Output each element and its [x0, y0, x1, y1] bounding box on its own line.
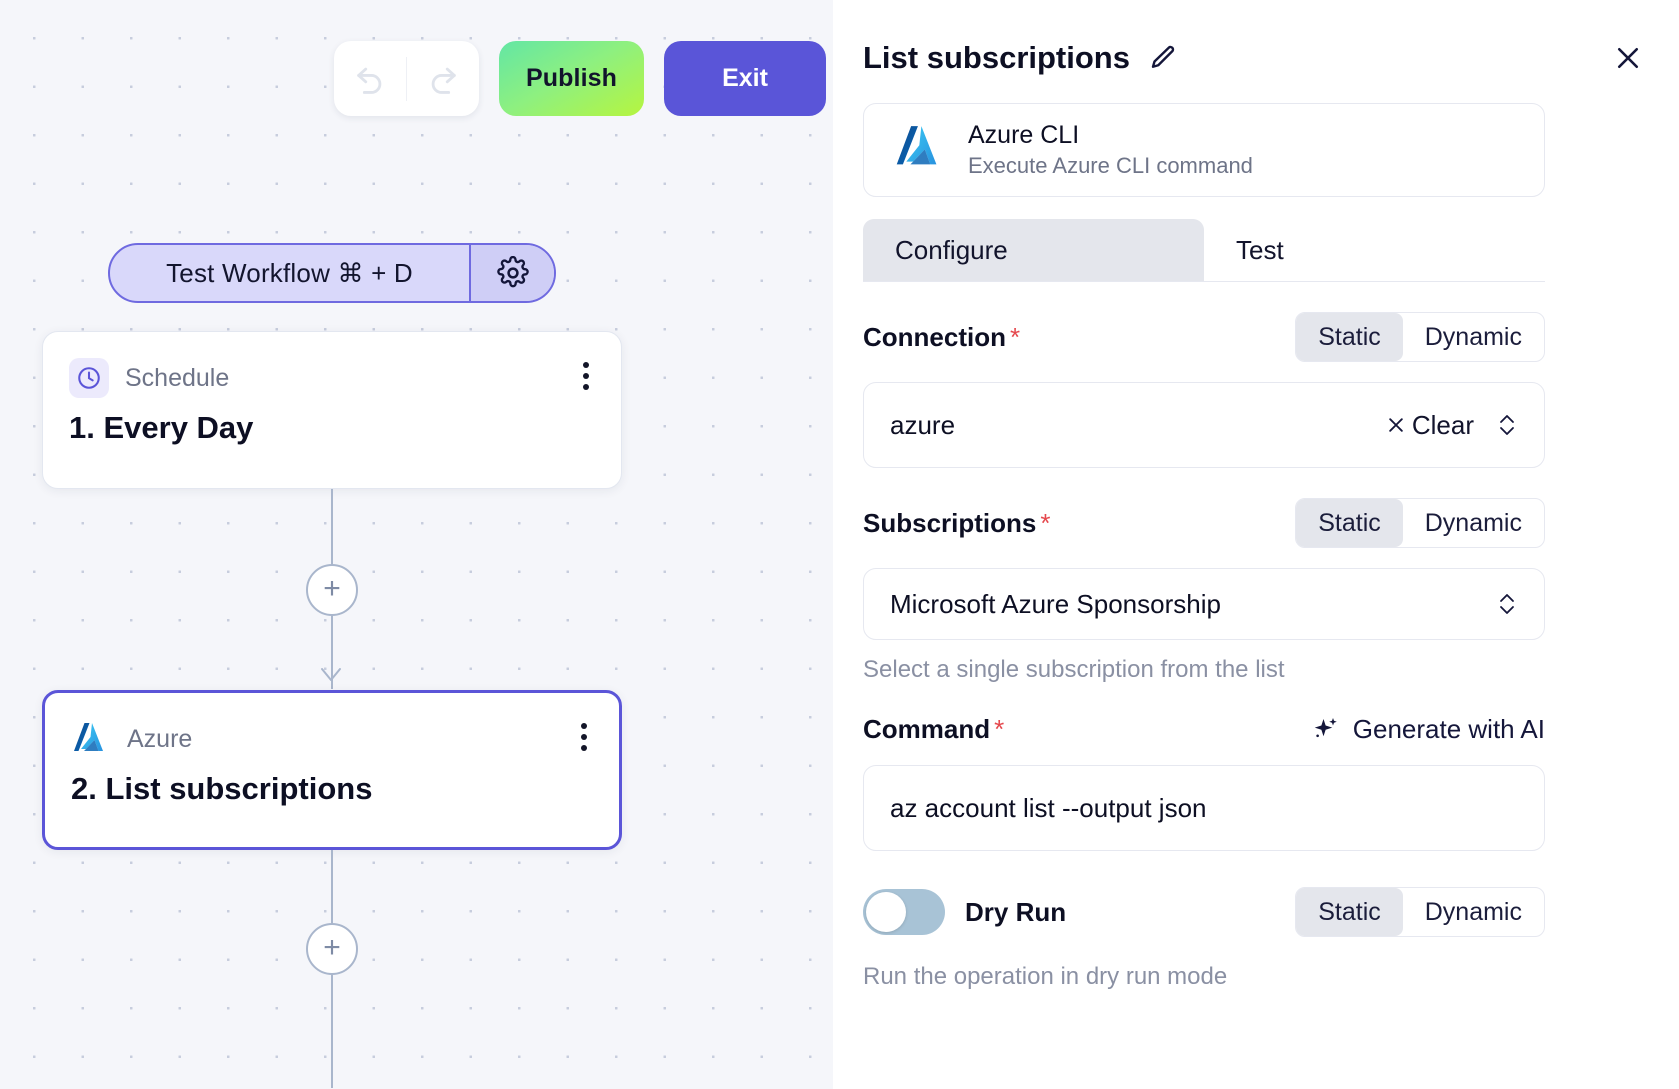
connection-mode-dynamic[interactable]: Dynamic [1403, 313, 1544, 361]
subscriptions-mode-toggle: Static Dynamic [1295, 498, 1545, 548]
node-kind-label: Azure [127, 724, 193, 753]
undo-redo-group [334, 41, 479, 116]
field-dry-run: Dry Run Static Dynamic [863, 887, 1545, 937]
connection-clear-button[interactable]: Clear [1386, 410, 1474, 441]
plus-icon: + [323, 930, 341, 964]
subscriptions-select[interactable]: Microsoft Azure Sponsorship [863, 568, 1545, 640]
page-title: List subscriptions [863, 40, 1130, 75]
clear-label: Clear [1411, 409, 1474, 440]
dry-run-left: Dry Run [863, 889, 1066, 935]
panel-tabs: Configure Test [863, 219, 1545, 282]
dry-run-mode-static[interactable]: Static [1296, 888, 1403, 936]
field-connection: Connection* Static Dynamic azure Clear [863, 312, 1545, 468]
command-input[interactable]: az account list --output json [863, 765, 1545, 851]
generate-with-ai-label: Generate with AI [1352, 714, 1545, 744]
field-header: Connection* Static Dynamic [863, 312, 1545, 362]
node-title: 2. List subscriptions [71, 771, 373, 806]
subscriptions-mode-static[interactable]: Static [1296, 499, 1403, 547]
gear-icon [496, 256, 529, 288]
plus-icon: + [323, 571, 341, 605]
node-menu-button[interactable] [579, 358, 593, 394]
undo-icon[interactable] [334, 41, 406, 116]
add-node-button-1[interactable]: + [306, 564, 358, 616]
field-subscriptions: Subscriptions* Static Dynamic Microsoft … [863, 498, 1545, 684]
generate-with-ai-button[interactable]: Generate with AI [1311, 714, 1545, 745]
app-info-card: Azure CLI Execute Azure CLI command [863, 103, 1545, 197]
subscriptions-value: Microsoft Azure Sponsorship [890, 588, 1221, 619]
connector-arrow-icon [318, 665, 344, 692]
chevron-up-down-icon[interactable] [1496, 410, 1518, 440]
required-marker: * [994, 714, 1005, 744]
test-workflow-settings-button[interactable] [469, 245, 554, 301]
tab-test[interactable]: Test [1204, 219, 1545, 281]
close-icon[interactable] [1610, 40, 1646, 76]
required-marker: * [1040, 507, 1051, 538]
field-header: Subscriptions* Static Dynamic [863, 498, 1545, 548]
node-title: 1. Every Day [69, 410, 254, 445]
connection-mode-static[interactable]: Static [1296, 313, 1403, 361]
test-workflow-button[interactable]: Test Workflow ⌘ + D [108, 243, 556, 303]
azure-logo-icon [71, 719, 111, 759]
workflow-canvas[interactable]: Publish Exit Test Workflow ⌘ + D Schedul… [0, 0, 833, 1089]
publish-button[interactable]: Publish [499, 41, 644, 116]
field-header: Command* Generate with AI [863, 714, 1545, 745]
chevron-up-down-icon[interactable] [1496, 589, 1518, 619]
app-description: Execute Azure CLI command [968, 152, 1253, 178]
workflow-node-azure[interactable]: Azure 2. List subscriptions [42, 690, 622, 850]
dry-run-hint: Run the operation in dry run mode [863, 963, 1228, 990]
toggle-knob [866, 892, 906, 932]
pencil-icon[interactable] [1148, 43, 1178, 73]
dry-run-toggle[interactable] [863, 889, 945, 935]
node-kind-label: Schedule [125, 363, 230, 392]
sparkle-icon [1314, 717, 1337, 737]
connection-value: azure [890, 409, 956, 440]
dry-run-label: Dry Run [965, 896, 1067, 927]
dry-run-mode-dynamic[interactable]: Dynamic [1403, 888, 1544, 936]
required-marker: * [1010, 321, 1021, 352]
connection-input[interactable]: azure Clear [863, 382, 1545, 468]
node-header: Azure [45, 693, 619, 759]
panel-header: List subscriptions [863, 0, 1639, 76]
subscriptions-mode-dynamic[interactable]: Dynamic [1403, 499, 1544, 547]
exit-button[interactable]: Exit [664, 41, 826, 116]
subscriptions-hint: Select a single subscription from the li… [863, 656, 1285, 683]
clock-icon [69, 358, 109, 398]
test-workflow-label: Test Workflow ⌘ + D [166, 257, 413, 288]
connection-label: Connection* [863, 321, 1021, 352]
node-menu-button[interactable] [577, 719, 591, 755]
dry-run-mode-toggle: Static Dynamic [1295, 887, 1545, 937]
connection-mode-toggle: Static Dynamic [1295, 312, 1545, 362]
node-header: Schedule [43, 332, 621, 398]
app-name: Azure CLI [968, 120, 1080, 149]
azure-logo-icon [894, 123, 946, 178]
command-label: Command* [863, 714, 1005, 744]
workflow-node-schedule[interactable]: Schedule 1. Every Day [42, 331, 622, 489]
toolbar-divider [406, 56, 407, 101]
tab-configure[interactable]: Configure [863, 219, 1204, 281]
field-command: Command* Generate with AI az account lis… [863, 714, 1545, 851]
close-x-icon [1389, 418, 1403, 432]
redo-icon[interactable] [407, 41, 479, 116]
add-node-button-2[interactable]: + [306, 923, 358, 975]
command-value: az account list --output json [890, 792, 1207, 823]
node-config-panel: List subscriptions [833, 0, 1679, 1089]
subscriptions-label: Subscriptions* [863, 507, 1051, 538]
canvas-toolbar: Publish Exit [334, 41, 826, 116]
